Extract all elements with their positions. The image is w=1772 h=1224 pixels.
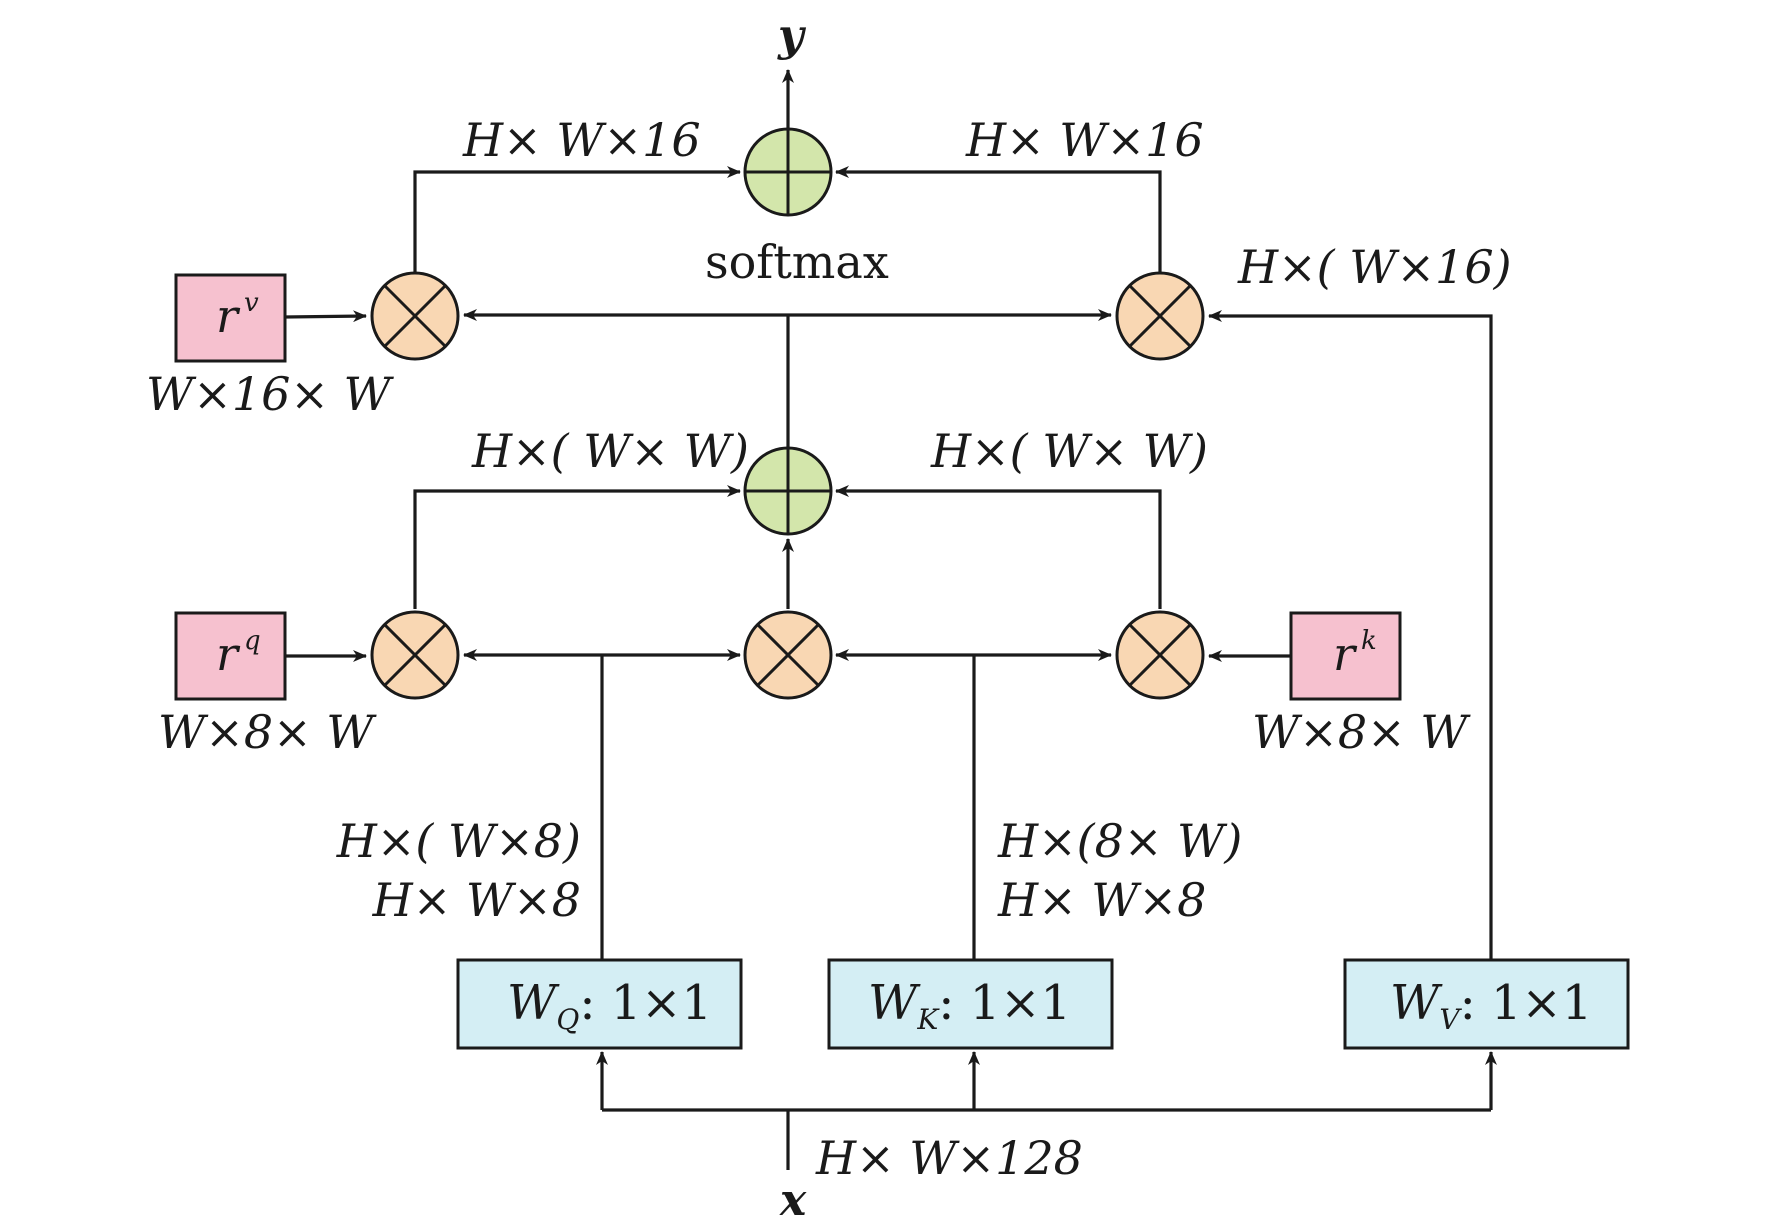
wire-kr-to-mid-adder	[835, 485, 1162, 609]
projection-v-box: WV: 1×1	[1343, 958, 1630, 1050]
shape-rq: W×8× W	[158, 705, 377, 759]
relpos-q-box: r q	[174, 611, 287, 701]
wire-value-to-right-mult	[1208, 310, 1493, 960]
svg-text:q: q	[244, 626, 261, 656]
shape-rk: W×8× W	[1252, 705, 1471, 759]
svg-text:k: k	[1361, 626, 1377, 656]
svg-text:r: r	[216, 289, 241, 343]
shape-rv: W×16× W	[146, 367, 395, 421]
multiplier-value	[1115, 271, 1205, 361]
connections	[284, 69, 1497, 1170]
shape-key-line2: H× W×8	[997, 873, 1206, 927]
svg-text:WK: 1×1: WK: 1×1	[868, 975, 1071, 1036]
multiplier-key-rel	[1115, 610, 1205, 700]
svg-text:WQ: 1×1: WQ: 1×1	[507, 975, 712, 1036]
wire-left-to-top-adder	[413, 166, 741, 313]
output-label: y	[777, 10, 807, 61]
svg-text:r: r	[1333, 627, 1358, 681]
wire-right-to-top-adder	[835, 166, 1162, 313]
shape-logits-right: H×( W× W)	[930, 424, 1208, 478]
input-label: x	[779, 1175, 807, 1224]
relpos-k-box: r k	[1289, 611, 1402, 701]
projection-q-box: WQ: 1×1	[456, 958, 743, 1050]
multiplier-query-rel	[370, 610, 460, 700]
middle-adder	[743, 446, 833, 536]
shape-input: H× W×128	[815, 1131, 1083, 1185]
shape-key-line1: H×(8× W)	[997, 814, 1242, 868]
multiplier-value-rel	[370, 271, 460, 361]
relpos-v-box: r v	[174, 273, 287, 363]
shape-logits-left: H×( W× W)	[471, 424, 749, 478]
svg-text:r: r	[216, 627, 241, 681]
svg-text:WV: 1×1: WV: 1×1	[1390, 975, 1592, 1036]
softmax-label: softmax	[705, 235, 889, 289]
svg-text:v: v	[244, 288, 259, 318]
shape-top-left: H× W×16	[462, 113, 701, 167]
projection-k-box: WK: 1×1	[827, 958, 1114, 1050]
multiplier-query-key	[743, 610, 833, 700]
shape-query-line1: H×( W×8)	[336, 814, 581, 868]
shape-query-line2: H× W×8	[372, 873, 581, 927]
shape-top-right: H× W×16	[965, 113, 1204, 167]
top-adder	[743, 127, 833, 217]
wire-qr-to-mid-adder	[413, 485, 741, 609]
wire-rv-to-mult	[284, 310, 367, 323]
shape-value-branch: H×( W×16)	[1237, 240, 1512, 294]
